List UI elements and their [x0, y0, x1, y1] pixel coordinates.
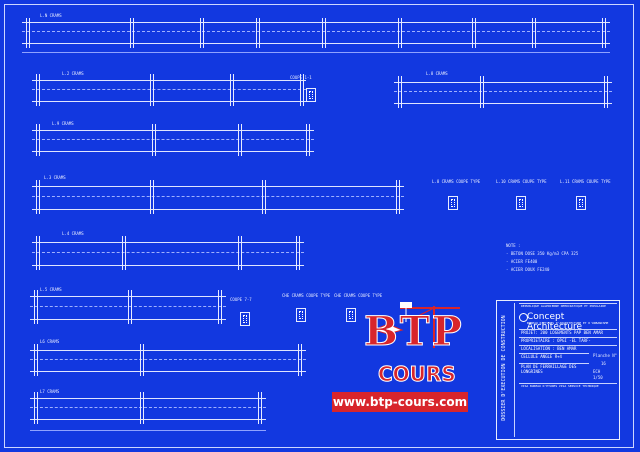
- title-block: DOSSIER D'EXECUTION DE CONSTRUCTION REPU…: [496, 300, 620, 440]
- column-mark: [150, 74, 154, 106]
- column-mark: [602, 18, 606, 48]
- section-drawing: [240, 312, 250, 326]
- title-block-vertical: DOSSIER D'EXECUTION DE CONSTRUCTION: [498, 303, 515, 437]
- tb-header: REPUBLIQUE ALGERIENNE DEMOCRATIQUE ET PO…: [519, 303, 617, 310]
- column-mark: [26, 18, 30, 48]
- beam-label: L.8 CRAMS: [426, 71, 448, 76]
- column-mark: [238, 124, 242, 156]
- beam-label: L.3 CRAMS: [44, 175, 66, 180]
- btp-cours-text: COURS: [378, 362, 457, 387]
- column-mark: [300, 74, 304, 106]
- column-mark: [398, 18, 402, 48]
- column-mark: [298, 344, 302, 376]
- section-drawing: [306, 88, 316, 102]
- column-mark: [36, 180, 40, 214]
- column-mark: [532, 18, 536, 48]
- column-mark: [218, 290, 222, 324]
- dimension-line: [22, 52, 610, 53]
- column-mark: [34, 290, 38, 324]
- section-drawing: [516, 196, 526, 210]
- beam-elevation: [394, 82, 612, 104]
- note-line: - ACIER DOUX FE240: [506, 267, 550, 272]
- column-mark: [200, 18, 204, 48]
- column-mark: [150, 180, 154, 214]
- btp-cours-watermark: BTP COURS www.btp-cours.com: [330, 300, 470, 420]
- tb-footer: VISA BUREAU D'ETUDES VISA SERVICE TECHNI…: [519, 383, 617, 390]
- column-mark: [36, 74, 40, 106]
- column-mark: [258, 392, 262, 424]
- column-mark: [34, 392, 38, 424]
- note-line: - BETON DOSE 350 Kg/m3 CPA 325: [506, 251, 579, 256]
- column-mark: [256, 18, 260, 48]
- beam-label: L7 CRAMS: [40, 389, 60, 394]
- btp-cours-link[interactable]: www.btp-cours.com: [332, 392, 468, 412]
- note-line: - ACIER FE400: [506, 259, 538, 264]
- column-mark: [398, 76, 402, 108]
- column-mark: [122, 236, 126, 270]
- btp-letters: BTP: [364, 308, 464, 356]
- tb-cell: CELLULE ANGLE R+4: [519, 353, 589, 360]
- crane-icon: [372, 302, 460, 348]
- tb-location: LOCALISATION : BEN AMAR: [519, 345, 617, 352]
- column-mark: [36, 236, 40, 270]
- section-drawing: [448, 196, 458, 210]
- column-mark: [140, 392, 144, 424]
- column-mark: [140, 344, 144, 376]
- concept-logo-icon: [519, 313, 528, 322]
- beam-elevation: [32, 130, 314, 152]
- column-mark: [480, 76, 484, 108]
- column-mark: [34, 344, 38, 376]
- section-drawing: [346, 308, 356, 322]
- tb-owner: PROPRIETAIRE : OPGI -EL TARF-: [519, 337, 617, 344]
- beam-elevation: [32, 186, 404, 210]
- column-mark: [128, 290, 132, 324]
- beam-label: L.9 CRAMS: [52, 121, 74, 126]
- beam-label: L6 CRAMS: [40, 339, 60, 344]
- beam-elevation: [32, 242, 304, 266]
- column-mark: [238, 236, 242, 270]
- section-label: COUPE 1-1: [290, 75, 312, 80]
- beam-elevation: [22, 22, 610, 44]
- tb-plan-no: 16: [601, 361, 606, 366]
- beam-label: L.5 CRAMS: [40, 287, 62, 292]
- column-mark: [322, 18, 326, 48]
- tb-plan-no-label: Planche N°: [593, 353, 618, 358]
- tb-brand-sub: BUREAU D'ETUDES D'ARCHITECTURE ET D'URBA…: [527, 321, 609, 325]
- section-drawing: [296, 308, 306, 322]
- section-label: CHE CRAMS COUPE TYPE: [334, 293, 383, 298]
- column-mark: [262, 180, 266, 214]
- column-mark: [472, 18, 476, 48]
- section-label: L.10 CRAMS COUPE TYPE: [496, 179, 547, 184]
- dimension-line: [30, 430, 266, 431]
- tb-scale-label: ECH: [593, 369, 601, 374]
- column-mark: [296, 236, 300, 270]
- section-label: L.11 CRAMS COUPE TYPE: [560, 179, 611, 184]
- beam-elevation: [32, 80, 306, 102]
- column-mark: [130, 18, 134, 48]
- beam-label: L.4 CRAMS: [62, 231, 84, 236]
- beam-elevation: [30, 398, 266, 420]
- column-mark: [604, 76, 608, 108]
- notes-title: NOTE :: [506, 243, 521, 248]
- section-label: COUPE 7-7: [230, 297, 252, 302]
- tb-plan-title: PLAN DE FERRAILLAGE DES LONGRINES: [519, 363, 589, 378]
- column-mark: [306, 124, 310, 156]
- sheet-frame: [4, 4, 634, 448]
- section-label: CHE CRAMS COUPE TYPE: [282, 293, 331, 298]
- column-mark: [230, 74, 234, 106]
- beam-elevation: [30, 350, 306, 372]
- section-label: L.8 CRAMS COUPE TYPE: [432, 179, 481, 184]
- tb-project: PROJET: 200 LOGEMENTS PAP BEN AMAR: [519, 329, 617, 336]
- beam-label: L.2 CRAMS: [62, 71, 84, 76]
- tb-brand: Concept Architecture: [527, 312, 583, 332]
- section-drawing: [576, 196, 586, 210]
- column-mark: [396, 180, 400, 214]
- column-mark: [36, 124, 40, 156]
- tb-scale: 1/50: [593, 375, 603, 380]
- beam-label: L.N CRAMS: [40, 13, 62, 18]
- column-mark: [152, 124, 156, 156]
